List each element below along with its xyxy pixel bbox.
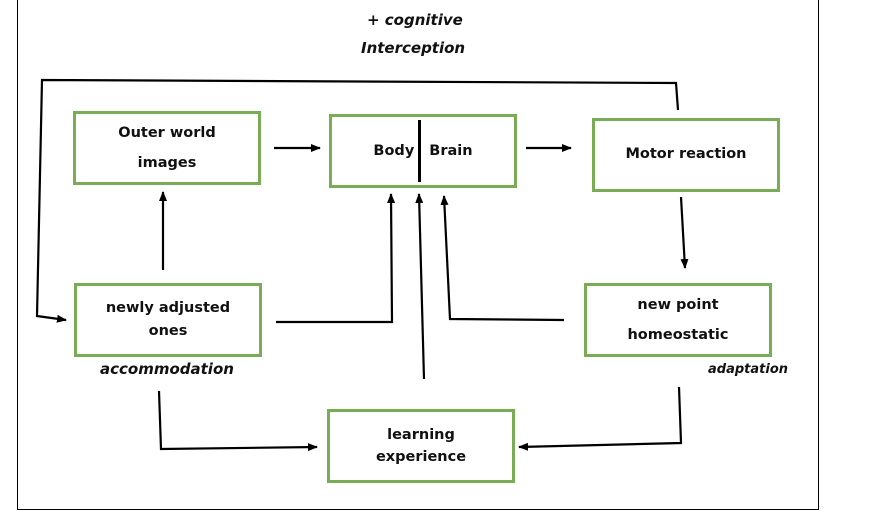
arrow-learning-to-bodybrain <box>415 193 426 380</box>
motor-reaction-line1: Motor reaction <box>625 146 747 162</box>
arrow-adaptation-to-learning <box>518 386 683 451</box>
learning-line1: learning <box>387 427 455 443</box>
newly-adjusted-line1: newly adjusted <box>105 300 231 316</box>
arrow-accommodation-to-learning <box>157 390 318 452</box>
homeostatic-line1: new point <box>637 297 719 313</box>
body-label: Body <box>373 143 415 159</box>
arrow-homeostatic-to-bodybrain <box>440 195 565 322</box>
adaptation-label: adaptation <box>708 362 788 377</box>
homeostatic-line2: homeostatic <box>627 327 729 343</box>
homeostatic-box: new point homeostatic <box>584 283 772 357</box>
motor-reaction-box: Motor reaction <box>592 118 780 192</box>
diagram-frame <box>17 0 819 510</box>
brain-label: Brain <box>429 143 473 159</box>
newly-adjusted-line2: ones <box>148 323 188 339</box>
cognitive-label: + cognitive <box>367 11 463 29</box>
learning-experience-box: learning experience <box>327 409 515 483</box>
body-brain-box: Body Brain <box>329 114 517 188</box>
arrow-newly-to-bodybrain <box>276 193 396 324</box>
accommodation-label: accommodation <box>100 360 234 378</box>
arrow-motor-feedback-loop <box>35 78 680 323</box>
arrow-motor-to-homeostatic <box>679 196 689 269</box>
interception-label: Interception <box>361 39 466 57</box>
newly-adjusted-box: newly adjusted ones <box>74 283 262 357</box>
outer-world-line2: images <box>137 155 197 171</box>
body-brain-divider <box>418 120 422 182</box>
learning-line2: experience <box>375 449 467 465</box>
outer-world-box: Outer world images <box>73 111 261 185</box>
outer-world-line1: Outer world <box>118 125 216 141</box>
